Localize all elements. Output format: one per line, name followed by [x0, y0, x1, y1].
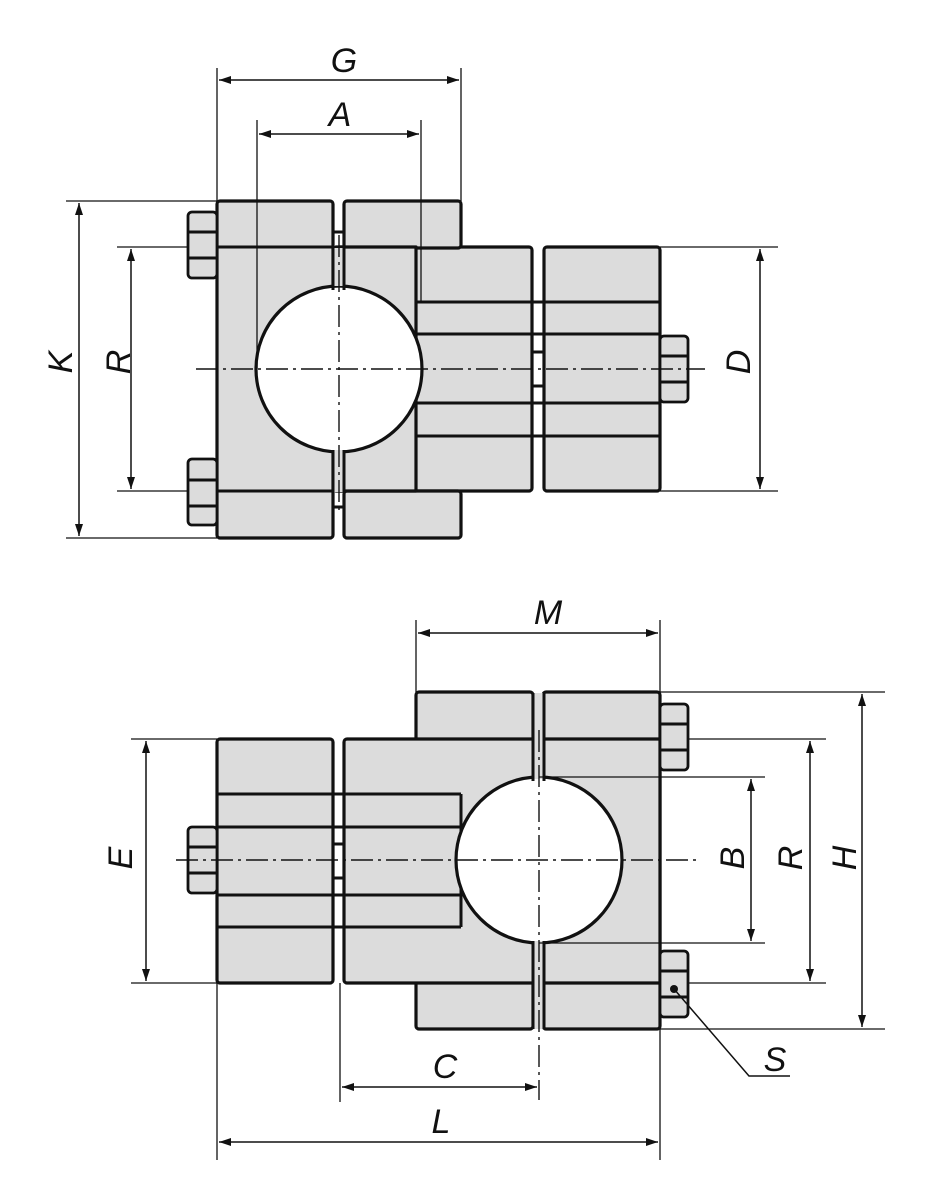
dim-label-H: H	[826, 845, 864, 870]
dim-label-G: G	[331, 42, 357, 80]
leader-S	[673, 988, 790, 1077]
dim-label-L: L	[432, 1103, 451, 1141]
top-bolt-lower	[186, 457, 219, 527]
dim-label-D: D	[720, 350, 758, 375]
top-bolt-right	[658, 334, 690, 404]
dim-label-C: C	[433, 1048, 458, 1086]
top-view: G A K R D	[42, 42, 778, 540]
top-bolt-upper	[186, 210, 219, 280]
dim-label-E: E	[102, 846, 140, 869]
dim-label-S: S	[764, 1041, 787, 1079]
dim-label-M: M	[534, 594, 563, 632]
dim-label-B: B	[714, 847, 752, 870]
bottom-bolt-left	[186, 825, 219, 895]
dim-label-R-top: R	[100, 350, 138, 375]
dim-label-A: A	[327, 96, 352, 134]
dim-label-R-bottom: R	[772, 846, 810, 871]
dim-label-K: K	[42, 349, 80, 373]
bottom-bolt-lower	[658, 949, 690, 1019]
bottom-view: M E B R H S C L	[102, 594, 885, 1160]
bottom-bolt-upper	[658, 702, 690, 772]
